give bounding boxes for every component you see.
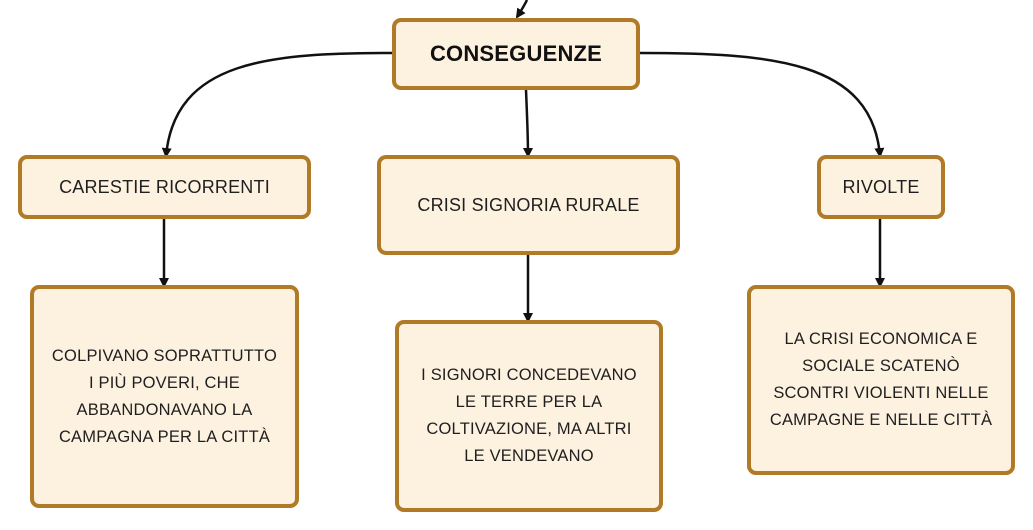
detail-node-rivolte: LA CRISI ECONOMICA E SOCIALE SCATENÒ SCO… (747, 285, 1015, 475)
branch-node-carestie: CARESTIE RICORRENTI (18, 155, 311, 219)
incoming-connector (515, 0, 529, 19)
branch-node-label: CARESTIE RICORRENTI (59, 176, 270, 197)
connector-root-to-rivolte (638, 51, 885, 158)
root-node: CONSEGUENZE (392, 18, 640, 90)
branch-node-label: RIVOLTE (842, 176, 920, 197)
detail-node-carestie: COLPIVANO SOPRATTUTTO I PIÙ POVERI, CHE … (30, 285, 299, 508)
branch-node-crisi-signoria: CRISI SIGNORIA RURALE (377, 155, 680, 255)
root-node-label: CONSEGUENZE (429, 41, 603, 66)
detail-node-crisi-signoria: I SIGNORI CONCEDEVANO LE TERRE PER LA CO… (395, 320, 663, 512)
branch-node-label: CRISI SIGNORIA RURALE (417, 194, 640, 215)
connector-root-to-carestie (161, 51, 394, 158)
detail-node-text: COLPIVANO SOPRATTUTTO I PIÙ POVERI, CHE … (51, 346, 278, 446)
detail-node-text: LA CRISI ECONOMICA E SOCIALE SCATENÒ SCO… (769, 330, 993, 429)
connector-root-to-crisi (522, 89, 533, 158)
detail-node-text: I SIGNORI CONCEDEVANO LE TERRE PER LA CO… (421, 366, 637, 465)
branch-node-rivolte: RIVOLTE (817, 155, 945, 219)
